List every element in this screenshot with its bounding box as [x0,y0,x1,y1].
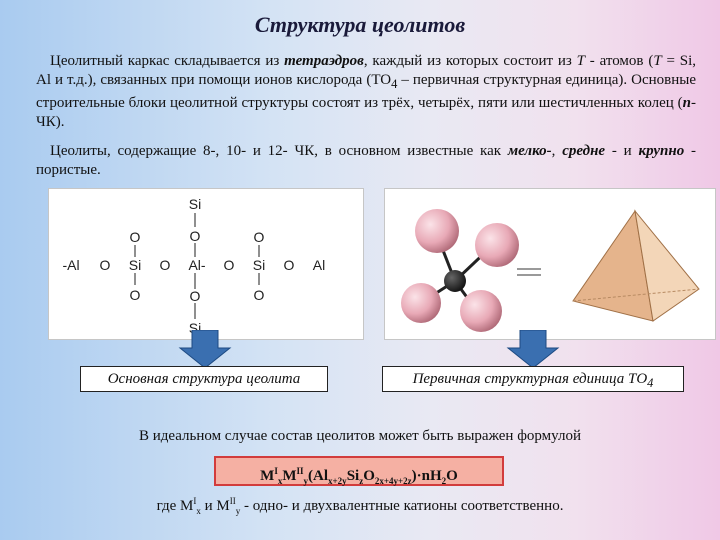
tetrahedron-svg [401,209,700,332]
p1-em-n: n [682,95,691,111]
o-bottom: O [190,288,201,304]
intro-paragraph: Цеолитный каркас складывается из тетраэд… [36,52,696,132]
w-s1: I [193,496,197,506]
p2-em-medium: средне [562,143,606,159]
p1-em-t1: Т [576,53,585,69]
arrow-down-icon [178,330,232,369]
f-o-sub: 2x+4y+2z [374,476,412,486]
oxygen-sphere-top [415,209,459,253]
row-o-1: O [100,257,111,273]
formula-legend: где MIx и MIIy - одно- и двухвалентные к… [0,496,720,516]
f-si: Si [346,468,360,484]
row-o-4: O [284,257,295,273]
p1-sub: 4 [391,77,398,91]
row-o-3: O [224,257,235,273]
oxygen-sphere-right [475,223,519,267]
o-left-top: O [130,229,141,245]
p2-text-4: - пористые. [36,143,697,178]
central-atom [444,270,466,292]
tetrahedron-icon [572,209,700,322]
o-top: O [190,228,201,244]
w-sx: x [196,506,201,516]
p1-em-tetrahedra: тетраэдров [284,53,364,69]
f-m2: M [282,468,297,484]
row-si-1: Si [129,257,141,273]
p1-text-3: - атомов ( [584,53,654,69]
caption-primary-sub: 4 [647,376,654,390]
caption-primary-unit: Первичная структурная единица ТО4 [382,366,684,392]
oxygen-sphere-bottom [460,290,502,332]
f-end: O [446,468,458,484]
row-al-1: -Al [62,257,79,273]
bonds [134,213,260,319]
w-t3: - одно- и двухвалентные катионы соответс… [240,498,564,514]
f-suby: y [303,476,309,486]
caption-primary-text: Первичная структурная единица ТО [412,371,648,387]
p1-text-6: -ЧК). [36,95,696,130]
pores-paragraph: Цеолиты, содержащие 8-, 10- и 12- ЧК, в … [36,142,696,180]
zeolite-structure-diagram: Si O O O -Al O Si O Al- O Si O Al O O O … [48,188,364,340]
f-o: O [363,468,375,484]
zeolite-formula: MIxMIIy(Alx+2ySizO2x+4y+2z)·nH2O [214,456,504,486]
p2-text-1: Цеолиты, содержащие 8-, 10- и 12- ЧК, в … [50,143,508,159]
oxygen-sphere-left [401,283,441,323]
f-al-sub: x+2y [328,476,347,486]
si-top: Si [189,196,201,212]
o-right-top: O [254,229,265,245]
p2-em-large: крупно [638,143,685,159]
equivalence-sign [517,268,541,276]
p2-em-small: мелко- [507,143,552,159]
row-al-3: Al [313,257,325,273]
p2-text-3: - и [605,143,639,159]
f-m1: M [260,468,275,484]
w-t2: и M [200,498,230,514]
w-sy: y [235,506,241,516]
p2-text-2: , [551,143,563,159]
p1-text-1: Цеолитный каркас складывается из [50,53,285,69]
f-sup2: II [296,466,304,476]
p1-em-t2: Т [653,53,662,69]
o-right-bottom: O [254,287,265,303]
row-si-2: Si [253,257,265,273]
f-si-sub: z [359,476,364,486]
f-sup1: I [274,466,278,476]
structure-svg: Si O O O -Al O Si O Al- O Si O Al O O O … [62,196,325,336]
row-al-2: Al- [188,257,205,273]
formula-intro: В идеальном случае состав цеолитов может… [138,428,582,444]
page-title: Структура цеолитов [254,12,466,37]
tetrahedron-diagram [384,188,716,340]
w-s2: II [229,496,236,506]
w-t1: где M [156,498,194,514]
f-subx: x [277,476,283,486]
row-o-2: O [160,257,171,273]
f-tail: )·nH [411,468,442,484]
o-left-bottom: O [130,287,141,303]
p1-text-5: – первичная структурная единица). Основн… [36,72,697,111]
p1-text-2: , каждый из которых состоит из [363,53,577,69]
f-h-sub: 2 [441,476,447,486]
caption-basic-structure: Основная структура цеолита [80,366,328,392]
arrow-down-icon [506,330,560,369]
f-al: (Al [308,468,329,484]
p1-text-4: = Si, Al и т.д.), связанных при помощи и… [36,53,696,88]
